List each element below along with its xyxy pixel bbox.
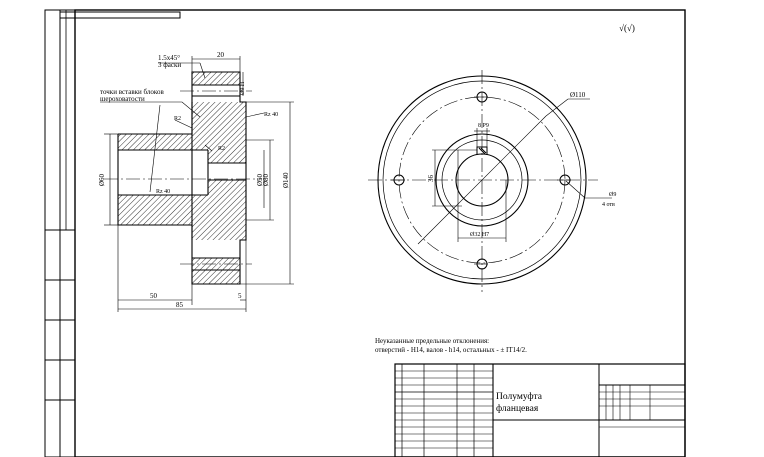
chamfer-note-line2: 3 фаски xyxy=(158,61,181,69)
dia-80-label: Ø80 xyxy=(262,173,270,186)
holes-label-line1: Ø9 xyxy=(609,192,616,198)
dim-5-label: 5 xyxy=(238,292,242,300)
bore-label: Ø32 Н7 xyxy=(470,232,489,238)
side-view: 1.5х45° 3 фаски 20 Ø9 Н Rz 40 точки вста… xyxy=(98,51,294,312)
roughness-callout-line1: точки вставки блоков xyxy=(100,88,164,96)
dim-85-label: 85 xyxy=(176,301,184,309)
title-name-line1: Полумуфта xyxy=(496,391,543,402)
chamfer-note-line1: 1.5х45° xyxy=(158,54,180,62)
section-hatching xyxy=(118,72,246,284)
rz40-right-label: Rz 40 xyxy=(264,112,278,118)
notes-line2: отверстий - Н14, валов - h14, остальных … xyxy=(375,346,527,354)
front-centerlines xyxy=(368,70,598,292)
dim-top-width: 20 xyxy=(217,51,225,59)
dim-50-label: 50 xyxy=(150,292,158,300)
side-dimensions xyxy=(100,56,294,312)
holes-label-line2: 4 отв xyxy=(602,202,615,208)
dim-36-label: 36 xyxy=(427,175,435,183)
keyway-label: 8 Р9 xyxy=(478,123,489,129)
notes-line1: Неуказанные предельные отклонения: xyxy=(375,337,489,345)
tolerance-notes: Неуказанные предельные отклонения: отвер… xyxy=(375,337,527,354)
roughness-callout-line2: шероховатости xyxy=(100,95,145,103)
dia-60-label: Ø60 xyxy=(98,173,106,186)
dim-bolt-hole: Ø9 Н xyxy=(240,81,246,95)
title-block xyxy=(394,363,686,457)
sheet-frame xyxy=(44,9,686,457)
r2-top-label: R2 xyxy=(174,116,181,122)
dia-110-label: Ø110 xyxy=(570,91,586,99)
rz40-bore-label: Rz 40 xyxy=(156,189,170,195)
dia-140-label: Ø140 xyxy=(282,172,290,188)
front-dimensions xyxy=(417,98,612,245)
r2-mid-label: R2 xyxy=(218,146,225,152)
side-centerlines xyxy=(104,90,262,265)
dia-50-label: Ø50 xyxy=(256,173,264,186)
front-view: Ø110 8 Р9 36 Ø32 Н7 Ø9 4 отв xyxy=(368,70,616,292)
title-name-line2: фланцевая xyxy=(496,403,539,414)
roughness-symbol: √(√) xyxy=(619,23,635,33)
